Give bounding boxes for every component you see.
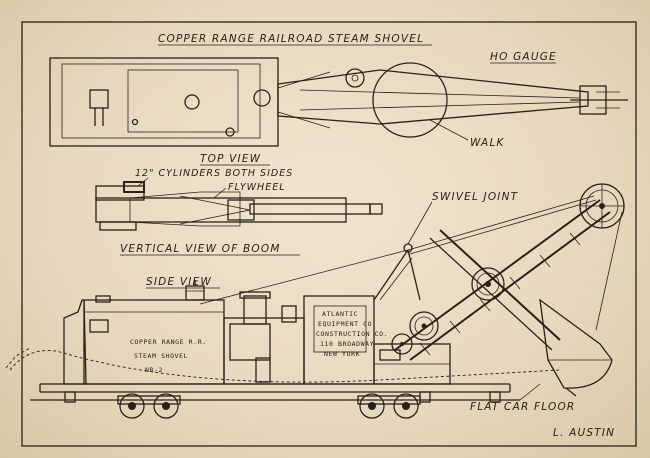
top-view-deck (49, 57, 279, 147)
walk-leader (429, 119, 469, 141)
machinery-house (303, 295, 375, 385)
rear-counterweight (63, 299, 87, 385)
plate-line-1: ATLANTIC (322, 310, 358, 318)
top-view-turntable (372, 62, 448, 138)
wheel (359, 393, 385, 419)
plate-line-3: CONSTRUCTION CO. (316, 330, 388, 338)
dipper-stick (439, 229, 561, 341)
shipper-gear (471, 267, 505, 301)
hoist-gear (409, 311, 439, 341)
gauge-label: HO GAUGE (490, 51, 557, 63)
flywheel-label: FLYWHEEL (228, 182, 286, 193)
dipper-bucket (539, 298, 613, 389)
top-view-stack (253, 89, 271, 107)
cab-window (89, 319, 109, 333)
hoist-cable (199, 249, 409, 305)
cab-lettering-3: NR-2 (145, 366, 163, 374)
smokestack (243, 295, 267, 325)
top-view-cab (61, 63, 261, 139)
boom-view-label: VERTICAL VIEW OF BOOM (120, 243, 281, 255)
author-signature: L. AUSTIN (553, 427, 615, 439)
cab-lettering-1: COPPER RANGE R.R. (130, 338, 207, 346)
top-view-label: TOP VIEW (200, 153, 261, 165)
flat-car-floor-label: FLAT CAR FLOOR (470, 401, 575, 413)
wheel (393, 393, 419, 419)
walk-label: WALK (470, 137, 505, 149)
truck-frame (357, 395, 421, 405)
top-view (49, 57, 628, 147)
wheel (153, 393, 179, 419)
truck-frame (117, 395, 181, 405)
engine-house (223, 317, 305, 385)
plate-line-4: 110 BROADWAY (320, 340, 374, 348)
floor-leader (519, 383, 541, 401)
main-boom (394, 199, 601, 351)
swivel-leader (407, 201, 433, 245)
plate-line-2: EQUIPMENT CO. (318, 320, 377, 328)
flywheel (227, 199, 255, 221)
top-view-hatch (184, 94, 200, 110)
a-frame (373, 249, 409, 301)
top-view-door (89, 89, 109, 109)
plate-line-5: NEW YORK (324, 350, 360, 358)
cylinders-label: 12" CYLINDERS BOTH SIDES (135, 168, 293, 179)
top-view-gear (345, 68, 365, 88)
boom-vertical-view (95, 181, 383, 231)
title: COPPER RANGE RAILROAD STEAM SHOVEL (158, 33, 424, 45)
dipper-cable (595, 211, 623, 331)
cylinder (123, 181, 145, 193)
top-view-boom (277, 69, 589, 125)
swivel-label: SWIVEL JOINT (432, 191, 519, 203)
swing-radius (9, 350, 561, 383)
sheet-border (21, 21, 637, 447)
swivel-joint (403, 243, 413, 253)
side-view: COPPER RANGE R.R. STEAM SHOVEL NR-2 ATLA… (5, 183, 625, 419)
cab-lettering-2: STEAM SHOVEL (134, 352, 188, 360)
wheel (119, 393, 145, 419)
top-view-frame (127, 69, 239, 133)
